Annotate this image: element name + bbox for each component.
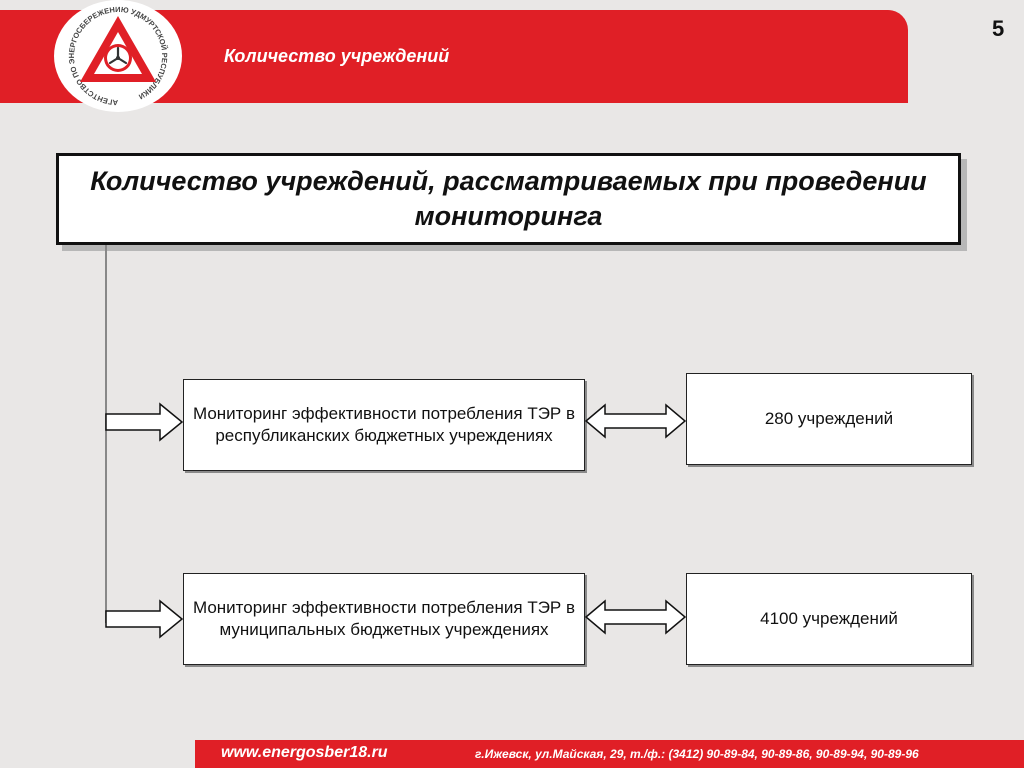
value-municipal: 4100 учреждений [686,573,972,665]
header-title: Количество учреждений [224,46,450,66]
value-republican: 280 учреждений [686,373,972,465]
diagram-title: Количество учреждений, рассматриваемых п… [56,153,961,245]
double-arrow-icon [585,599,686,635]
footer-website-link[interactable]: www.energosber18.ru [221,744,388,761]
agency-logo-icon: АГЕНТСТВО ПО ЭНЕРГОСБЕРЕЖЕНИЮ УДМУРТСКОЙ… [67,5,169,107]
double-arrow-icon [585,403,686,439]
page-number: 5 [992,16,1005,41]
node-municipal: Мониторинг эффективности потребления ТЭР… [183,573,585,665]
node-republican: Мониторинг эффективности потребления ТЭР… [183,379,585,471]
connector-trunk [105,245,107,623]
arrow-right-icon [105,402,184,442]
arrow-right-icon [105,599,184,639]
footer-band: www.energosber18.ru г.Ижевск, ул.Майская… [195,740,1024,768]
footer-address: г.Ижевск, ул.Майская, 29, т./ф.: (3412) … [475,747,919,761]
